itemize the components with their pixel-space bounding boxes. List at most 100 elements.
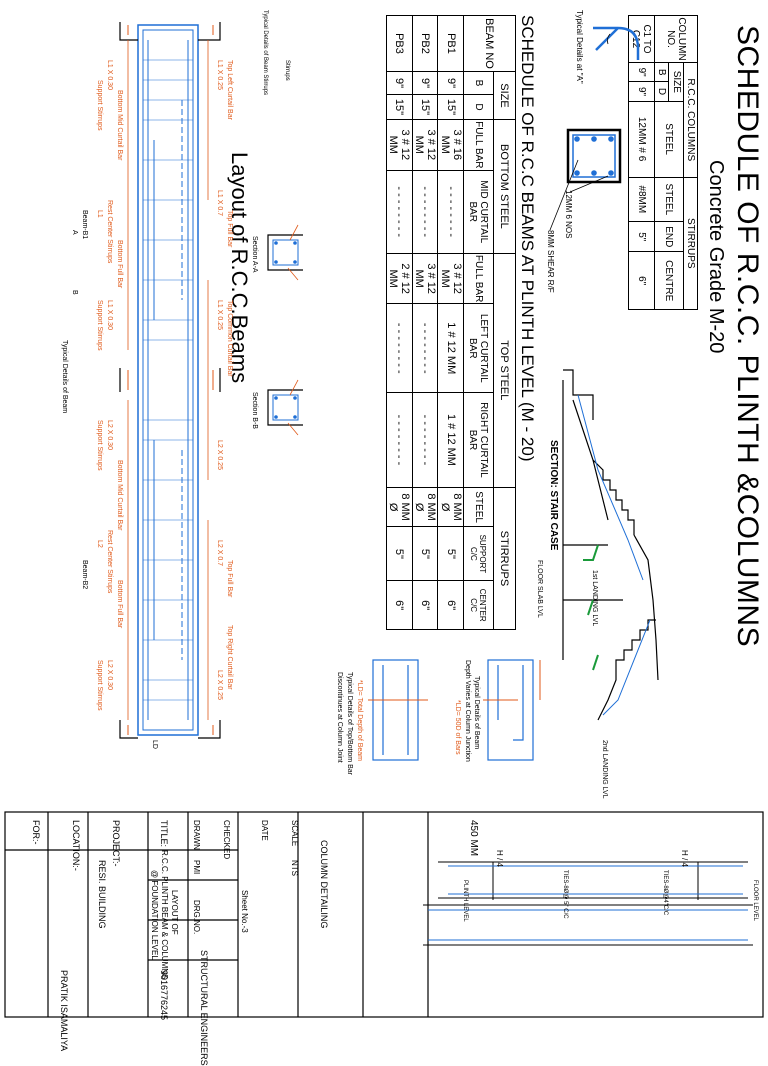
beam-cell: 8 MM Ø	[386, 487, 413, 527]
beam-cell: 6"	[412, 580, 438, 630]
lbl-top-common-curtail: Top Common Curtail Bar	[226, 300, 233, 377]
beam-cell: 6"	[437, 580, 464, 630]
tb-project: RESI. BUILDING	[97, 860, 107, 929]
beam-schedule-table: BEAM NO SIZE BOTTOM STEEL TOP STEEL STIR…	[386, 15, 516, 630]
typical-stirrups: Typical Details of Beam Stirrups	[262, 10, 268, 96]
beam-cell: 3 # 16 MM	[437, 119, 464, 171]
beam-cell: - - - - - - - -	[412, 392, 438, 488]
col-cell: 6"	[628, 251, 655, 310]
beam-cell: 1 # 12 MM	[437, 303, 464, 393]
lbl-top-full-bar: Top Full Bar	[226, 210, 233, 248]
stirrups-label: Stirrups	[284, 60, 290, 81]
beam-cell: 3 # 12 MM	[412, 253, 438, 304]
col-header-b: B	[654, 62, 669, 82]
tb-project-label: PROJECT:-	[111, 820, 121, 867]
beam-sub-mid: MID CURTAIL BAR	[463, 170, 494, 254]
concrete-grade: Concrete Grade M-20	[705, 160, 727, 354]
beam-row: PB1 9" 15" 3 # 16 MM - - - - - - - - 3 #…	[437, 15, 464, 630]
beam-ld-label: LD	[151, 740, 158, 749]
beam-header-no: BEAM NO	[463, 15, 516, 72]
stair-floor: FLOOR SLAB LVL	[536, 560, 543, 618]
beam-row: PB3 9" 15" 3 # 12 MM - - - - - - - - 2 #…	[386, 15, 413, 630]
drawing-title: SCHEDULE OF R.C.C. PLINTH &COLUMNS	[731, 25, 764, 648]
beam-cell: 5"	[437, 526, 464, 581]
col-cell: C1 TO C12	[628, 15, 655, 63]
lbl-support-stirrups-b: Support Stirrups	[96, 300, 103, 351]
beam-cell: 8 MM Ø	[412, 487, 438, 527]
beam-topbottom-title: Typical Details of Top/Bottom Bar	[346, 672, 353, 775]
beam-discontinues: Discontinues at Column Joint	[336, 672, 343, 763]
lbl-top-right-curtail: Top Right Curtail Bar	[226, 625, 233, 690]
beam-sub-d: D	[463, 94, 494, 120]
beam-cell: 9"	[412, 71, 438, 95]
beam-b2-label: Beam-B2	[81, 560, 88, 590]
lbl-l1-07: L1 X 0.7	[216, 190, 223, 217]
beam-cell: 6"	[386, 580, 413, 630]
lbl-top-full-bar-2: Top Full Bar	[226, 560, 233, 598]
beam-header-stirrups: STIRRUPS	[493, 487, 516, 630]
lbl-l1-030: L1 X 0.30	[106, 60, 113, 90]
beam-header-top: TOP STEEL	[493, 253, 516, 488]
beam-sub-left: LEFT CURTAIL BAR	[463, 303, 494, 393]
col-header-stirrups: STIRRUPS	[683, 177, 698, 310]
column-ties-1: TIES-8Ø@ 5" C/C	[562, 870, 568, 919]
beam-cell: 3 # 12 MM	[412, 119, 438, 171]
beam-sub-right: RIGHT CURTAIL BAR	[463, 392, 494, 488]
beam-cell: PB3	[386, 15, 413, 72]
beam-cell: - - - - - - - -	[437, 170, 464, 254]
lbl-top-left-curtail: Top Left Curtail Bar	[226, 60, 233, 120]
col-header-rcc-columns: R.C.C. COLUMNS	[683, 62, 698, 177]
tb-sheet: Sheet No.-3	[240, 890, 249, 933]
lbl-l2: L2	[96, 540, 103, 548]
section-bb-label: Section B-B	[251, 392, 258, 429]
lbl-l1-025b: L1 X 0.25	[216, 300, 223, 330]
column-ties-2: TIES-8Ø@4"C/C	[662, 870, 668, 916]
drawing-sheet: SCHEDULE OF R.C.C. PLINTH &COLUMNS Concr…	[4, 10, 764, 1066]
beam-cell: 9"	[386, 71, 413, 95]
column-detailing-title: COLUMN DETAILING	[319, 840, 329, 929]
lbl-support-stirrups-d: Support Stirrups	[96, 660, 103, 711]
tb-drawn-by: PMI	[192, 860, 201, 875]
beam-depth-details	[368, 659, 541, 761]
tb-title-line-2: R.C.C. PLINTH BEAM & COLUMNS	[160, 850, 169, 980]
beam-cell: 9"	[437, 71, 464, 95]
col-cell: 9"	[628, 62, 655, 82]
beam-cell: 5"	[412, 526, 438, 581]
column-detailing-drawing	[423, 861, 753, 946]
beam-depth-note: Depth Varies at Column Junction	[464, 660, 471, 762]
lbl-l2-07: L2 X 0.7	[216, 540, 223, 567]
col-header-steel: STEEL	[654, 101, 684, 177]
beam-row: PB2 9" 15" 3 # 12 MM - - - - - - - - 3 #…	[412, 15, 438, 630]
lbl-l2-030: L2 X 0.30	[106, 420, 113, 450]
beam-header-size: SIZE	[493, 71, 516, 120]
beam-sub-support: SUPPORT C/C	[463, 526, 494, 581]
tb-name: PRATIK ISAMALIYA	[59, 970, 69, 1052]
beam-cell: 15"	[386, 94, 413, 120]
stair-landing1: 1st LANDING LVL	[591, 570, 598, 627]
column-section-sketch	[549, 128, 622, 231]
col-header-centre: CENTRE	[654, 251, 684, 310]
tb-scale-val: NTS	[290, 860, 299, 876]
rotated-drawing: SCHEDULE OF R.C.C. PLINTH &COLUMNS Concr…	[4, 10, 764, 1066]
column-h4-2: H / 4	[680, 850, 689, 867]
col-header-end: END	[654, 221, 684, 252]
beam-cell: 3 # 12 MM	[386, 119, 413, 171]
beam-schedule-title: SCHEDULE OF R.C.C BEAMS AT PLINTH LEVEL …	[518, 15, 537, 462]
col-cell: 9"	[628, 81, 655, 102]
col-header-size: SIZE	[668, 62, 684, 102]
lbl-rest-center: Rest Center Stirrups	[106, 200, 113, 264]
column-main-bar: 12MM 6 NOS	[564, 190, 573, 239]
tb-drg-no: DRG.NO.	[192, 900, 201, 935]
beam-sub-b: B	[463, 71, 494, 95]
beam-b-marker: B	[71, 290, 78, 295]
lbl-l2-025: L2 X 0.25	[216, 440, 223, 470]
stair-landing2: 2nd LANDING LVL	[601, 740, 608, 799]
tb-title-line-3: @ FOUNDATION LEVEL	[150, 870, 159, 960]
lbl-bottom-full: Bottom Full Bar	[116, 240, 123, 289]
col-header-column-no: COLUMN NO.	[654, 15, 698, 63]
detail-a-sketch	[593, 26, 640, 60]
beam-cell: 3 # 12 MM	[437, 253, 464, 304]
lbl-support-stirrups-c: Support Stirrups	[96, 420, 103, 471]
column-h4-1: H / 4	[495, 850, 504, 867]
lbl-rest-center-2: Rest Center Stirrups	[106, 530, 113, 594]
